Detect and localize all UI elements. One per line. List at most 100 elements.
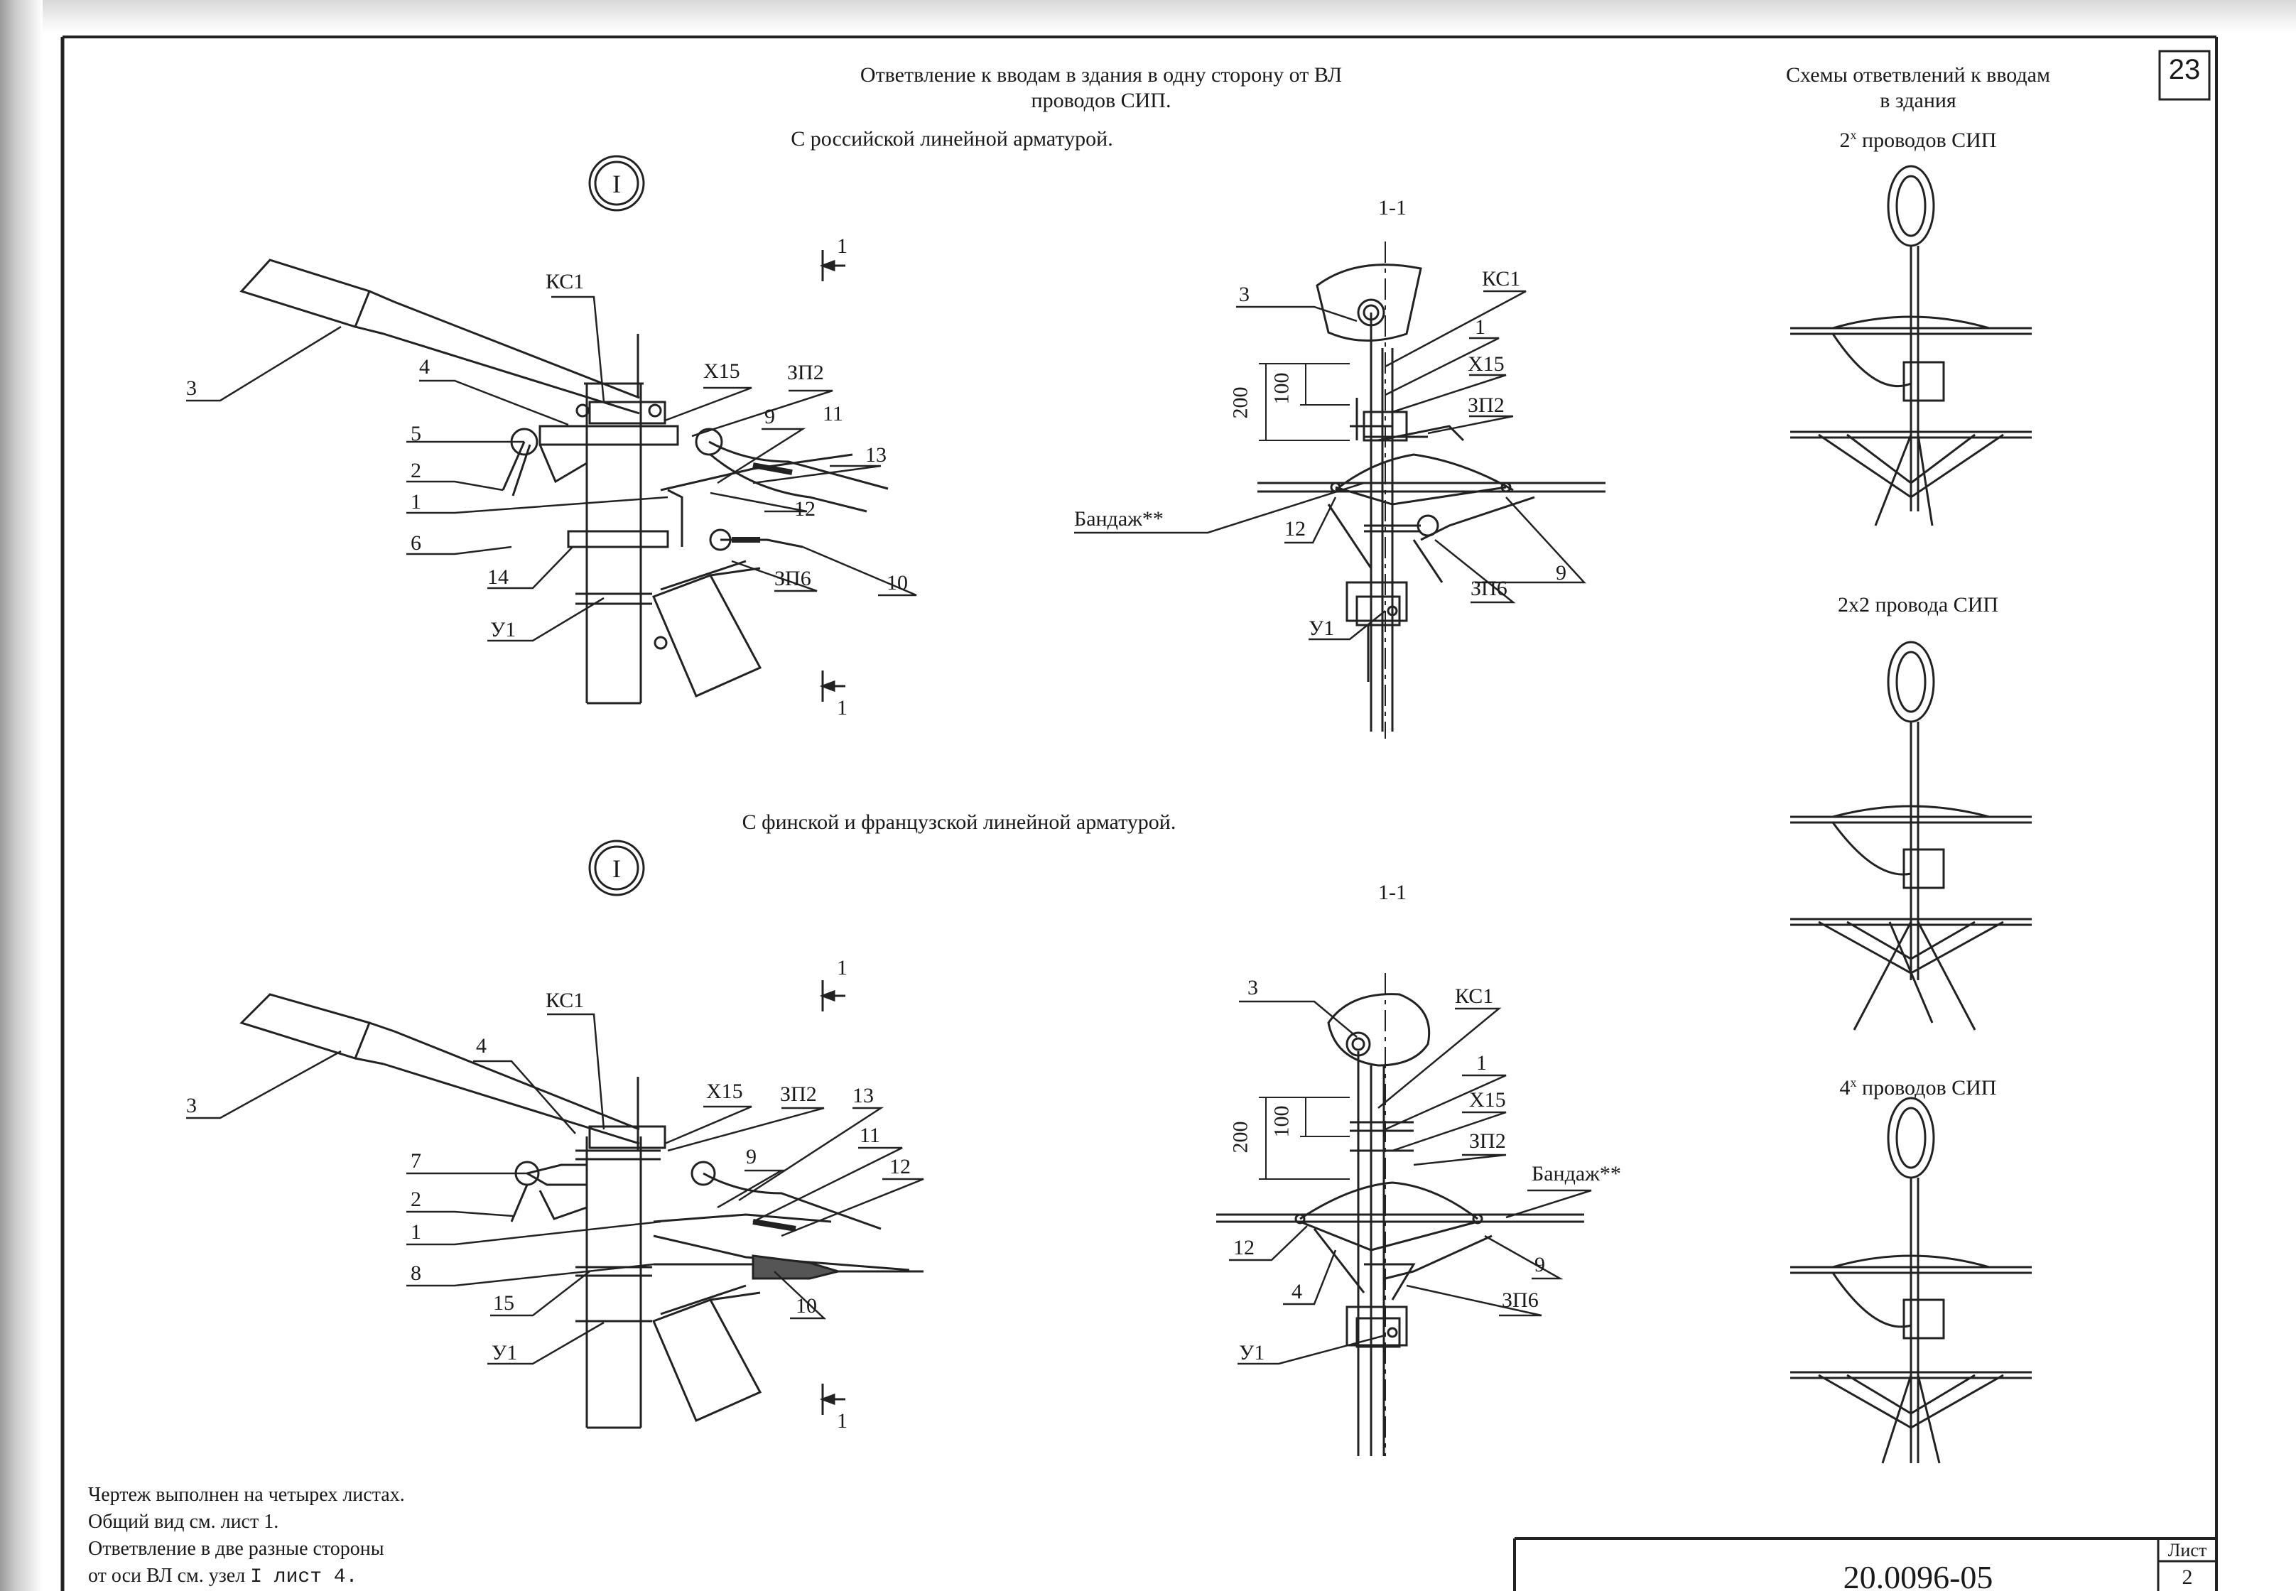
section-cut-bottom: [819, 980, 845, 1415]
label-13-bl: 13: [852, 1084, 874, 1107]
section-cut-top: [819, 250, 845, 702]
label-11-bl: 11: [860, 1124, 880, 1147]
assembly-top-section: [1257, 241, 1605, 739]
scheme-1: [1790, 165, 2032, 526]
note-line-4-text: от оси ВЛ см. узел: [88, 1565, 246, 1587]
dim-200-top: 200: [1228, 386, 1252, 419]
label-u1-bl: У1: [492, 1341, 518, 1364]
label-4-bm: 4: [1292, 1280, 1302, 1303]
section-view-top: 1-1: [1378, 196, 1407, 219]
label-zp6-bm: ЗП6: [1502, 1288, 1539, 1312]
label-3-bm: 3: [1247, 976, 1258, 999]
note-line-1: Чертеж выполнен на четырех листах.: [88, 1484, 405, 1506]
title-variant-finnish: С финской и французской линейной арматур…: [742, 810, 1176, 834]
title-main-line2: проводов СИП.: [1031, 89, 1171, 112]
label-9-bm: 9: [1534, 1253, 1545, 1276]
label-4-tl: 4: [419, 355, 430, 379]
label-10-bl: 10: [796, 1294, 817, 1318]
dim-100-top: 100: [1269, 372, 1294, 405]
label-zp2-tl: ЗП2: [787, 361, 824, 384]
label-3-tl: 3: [186, 376, 197, 400]
label-12-tm: 12: [1284, 517, 1306, 541]
label-ks1-bl: КС1: [546, 989, 585, 1012]
node-mark-bottom: I: [612, 854, 621, 883]
drawing-code: 20.0096-05: [1843, 1559, 1993, 1595]
sheet-list-label: Лист: [2167, 1540, 2207, 1560]
label-2-tl: 2: [411, 459, 421, 482]
assembly-bottom-left: [239, 993, 924, 1429]
node-marker-top: [588, 155, 645, 212]
label-ks1-bm: КС1: [1455, 984, 1494, 1008]
sheet-number: 23: [2168, 54, 2201, 85]
label-zp6-tl: ЗП6: [774, 567, 811, 590]
label-x15-tl: Х15: [703, 359, 740, 383]
label-9-bl: 9: [746, 1145, 757, 1168]
scheme-2: [1790, 641, 2032, 1031]
label-9-tm: 9: [1556, 561, 1566, 585]
node-mark-top: I: [612, 170, 621, 198]
label-14-tl: 14: [487, 565, 509, 589]
label-ks1-tm: КС1: [1482, 267, 1521, 291]
sheet-frame: [60, 36, 2218, 1591]
label-x15-bm: Х15: [1469, 1088, 1506, 1112]
scheme-3: [1790, 1097, 2032, 1464]
node-marker-bottom: [588, 840, 645, 896]
scheme-3-label: 4х проводов СИП: [1839, 1075, 1997, 1100]
label-u1-bm: У1: [1239, 1341, 1265, 1364]
section-mark-top-2: 1: [837, 696, 848, 720]
assembly-bottom-section: [1216, 973, 1584, 1456]
label-1-tl: 1: [411, 490, 421, 514]
label-bandazh-bm: Бандаж**: [1532, 1162, 1621, 1185]
label-1-bm: 1: [1476, 1051, 1487, 1075]
scheme-2-label: 2х2 провода СИП: [1837, 593, 1999, 617]
label-8-bl: 8: [411, 1261, 421, 1285]
title-schemes-line2: в здания: [1880, 89, 1956, 112]
label-1-bl: 1: [411, 1220, 421, 1244]
label-11-tl: 11: [823, 402, 843, 425]
label-12-bm: 12: [1233, 1236, 1255, 1259]
note-line-4-ref: I лист 4.: [250, 1566, 358, 1588]
label-u1-tl: У1: [490, 618, 516, 641]
label-zp2-tm: ЗП2: [1468, 393, 1505, 417]
label-15-bl: 15: [493, 1291, 514, 1315]
section-mark-top-1: 1: [837, 234, 848, 258]
title-schemes-line1: Схемы ответвлений к вводам: [1786, 63, 2050, 87]
title-variant-russian: С российской линейной арматурой.: [791, 127, 1113, 151]
label-7-bl: 7: [411, 1149, 421, 1173]
label-5-tl: 5: [411, 422, 421, 445]
label-3-tm: 3: [1239, 283, 1250, 306]
label-x15-tm: Х15: [1468, 352, 1505, 376]
label-zp6-tm: ЗП6: [1471, 577, 1507, 600]
label-12-tl: 12: [794, 497, 816, 521]
dim-200-bottom: 200: [1228, 1121, 1252, 1153]
label-3-bl: 3: [186, 1094, 197, 1117]
label-2-bl: 2: [411, 1188, 421, 1211]
leader-lines: [186, 290, 1592, 1365]
section-mark-bottom-1: 1: [837, 956, 848, 979]
note-line-3: Ответвление в две разные стороны: [88, 1538, 384, 1560]
label-bandazh-tm: Бандаж**: [1074, 507, 1164, 531]
section-mark-bottom-2: 1: [837, 1409, 848, 1433]
label-x15-bl: Х15: [706, 1080, 743, 1103]
label-12-bl: 12: [889, 1155, 911, 1178]
label-6-tl: 6: [411, 531, 421, 555]
label-zp2-bm: ЗП2: [1469, 1129, 1506, 1153]
scan-shadow-left: [0, 0, 43, 1591]
label-ks1-tl: КС1: [546, 270, 585, 293]
sheet-list-number: 2: [2182, 1565, 2193, 1589]
dim-100-bottom: 100: [1269, 1105, 1294, 1138]
title-main-line1: Ответвление к вводам в здания в одну сто…: [860, 63, 1343, 87]
note-line-4: от оси ВЛ см. узел I лист 4.: [88, 1563, 357, 1591]
label-13-tl: 13: [865, 443, 887, 467]
label-zp2-bl: ЗП2: [780, 1082, 817, 1106]
label-1-tm: 1: [1475, 315, 1485, 339]
assembly-top-left: [239, 259, 889, 705]
label-4-bl: 4: [476, 1034, 487, 1058]
section-view-bottom: 1-1: [1378, 881, 1407, 904]
note-line-2: Общий вид см. лист 1.: [88, 1511, 279, 1533]
scan-shadow-top: [43, 0, 2296, 34]
label-10-tl: 10: [887, 571, 908, 595]
label-u1-tm: У1: [1309, 617, 1335, 640]
label-9-tl: 9: [764, 405, 775, 428]
